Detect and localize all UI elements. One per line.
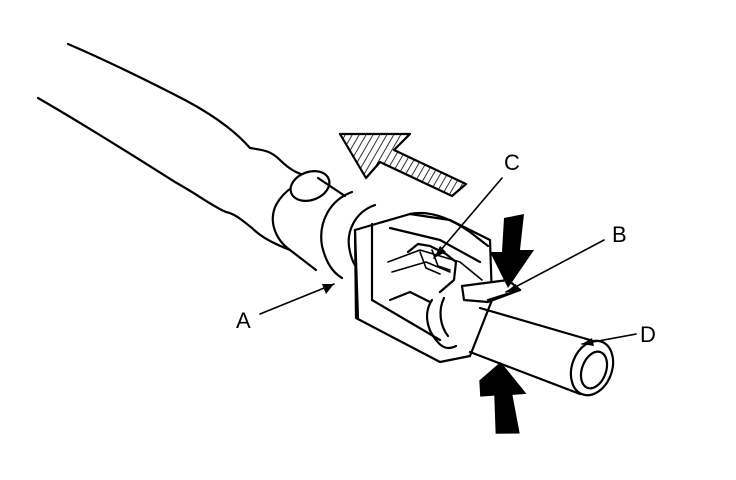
label-d: D (640, 322, 656, 347)
pipe (468, 288, 615, 397)
leader-lines (259, 177, 637, 346)
hatched-arrow-icon (338, 132, 468, 198)
connector-body (353, 211, 494, 364)
label-a: A (236, 308, 251, 333)
label-c: C (504, 150, 520, 175)
solid-arrow-icon (479, 214, 534, 434)
hose (36, 42, 331, 252)
label-b: B (612, 222, 627, 247)
